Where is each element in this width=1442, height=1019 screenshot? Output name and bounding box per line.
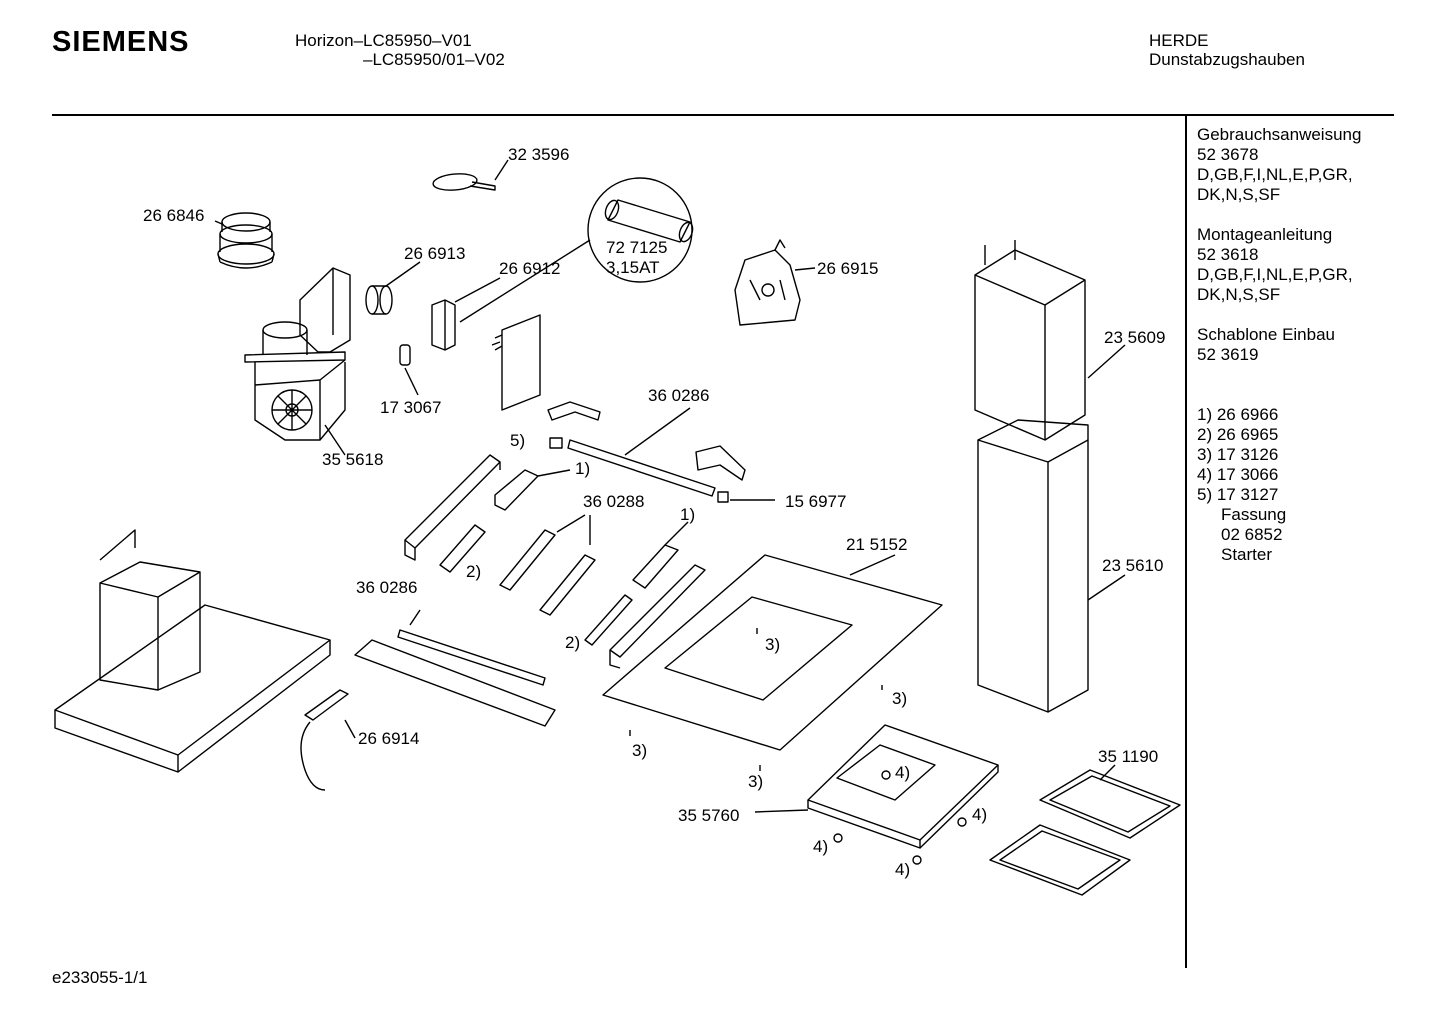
- reflector-rail-part: [584, 521, 706, 669]
- marker-3: 3): [748, 772, 763, 791]
- part-label-266846: 26 6846: [143, 206, 204, 225]
- footnote-detail: Starter: [1221, 545, 1273, 564]
- doc-user-manual: Gebrauchsanweisung 52 3678 D,GB,F,I,NL,E…: [1197, 125, 1361, 205]
- part-label-360286-lower: 36 0286: [356, 578, 417, 597]
- doc-title: Schablone Einbau: [1197, 325, 1336, 344]
- marker-4: 4): [895, 860, 910, 879]
- part-label-360288: 36 0288: [583, 492, 644, 511]
- category-line-2: Dunstabzugshauben: [1149, 50, 1305, 69]
- part-label-173067: 17 3067: [380, 398, 441, 417]
- part-label-235610: 23 5610: [1102, 556, 1163, 575]
- diagram-id: e233055-1/1: [52, 968, 148, 987]
- doc-languages: D,GB,F,I,NL,E,P,GR,: [1197, 265, 1353, 284]
- doc-languages: D,GB,F,I,NL,E,P,GR,: [1197, 165, 1353, 184]
- switch-box-part: [431, 239, 591, 351]
- filter-frame-part: [602, 554, 943, 751]
- doc-number: 52 3618: [1197, 245, 1259, 264]
- part-label-355760: 35 5760: [678, 806, 739, 825]
- control-panel-part: [300, 689, 356, 791]
- marker-1: 1): [575, 459, 590, 478]
- marker-2: 2): [466, 562, 481, 581]
- screw-parts: [629, 628, 967, 865]
- doc-title: Montageanleitung: [1197, 225, 1333, 244]
- part-label-235609: 23 5609: [1104, 328, 1165, 347]
- part-label-266912: 26 6912: [499, 259, 560, 278]
- part-label-156977: 15 6977: [785, 492, 846, 511]
- doc-installation-guide: Montageanleitung 52 3618 D,GB,F,I,NL,E,P…: [1197, 225, 1361, 305]
- fuse-rating-label: 3,15AT: [606, 258, 660, 277]
- lamp-tube-part: [354, 609, 556, 727]
- model-line-2: –LC85950/01–V02: [363, 50, 505, 69]
- lower-chimney-part: [977, 419, 1126, 713]
- model-line-1: Horizon–LC85950–V01: [295, 31, 472, 50]
- compact-lamp-part: [499, 514, 596, 616]
- footnote-item: 3) 17 3126: [1197, 445, 1279, 464]
- doc-languages: DK,N,S,SF: [1197, 285, 1281, 304]
- footnote-item: 2) 26 6965: [1197, 425, 1279, 444]
- upper-chimney-part: [974, 240, 1126, 441]
- marker-3: 3): [892, 689, 907, 708]
- grease-filter-part: [989, 764, 1181, 896]
- marker-1: 1): [680, 505, 695, 524]
- marker-3: 3): [632, 741, 647, 760]
- footnote-item: 5) 17 3127: [1197, 485, 1279, 504]
- part-label-266915: 26 6915: [817, 259, 878, 278]
- marker-4: 4): [972, 805, 987, 824]
- capacitor-part: [365, 261, 421, 315]
- reflector-rail-part: [404, 454, 571, 573]
- category-line-1: HERDE: [1149, 31, 1209, 50]
- parts-bag-part: [734, 239, 816, 326]
- fuse-callout: [587, 177, 694, 283]
- doc-number: 52 3619: [1197, 345, 1259, 364]
- doc-template: Schablone Einbau 52 3619: [1197, 325, 1361, 365]
- marker-5: 5): [510, 431, 525, 450]
- part-label-727125: 72 7125: [606, 238, 667, 257]
- part-label-351190: 35 1190: [1098, 747, 1158, 766]
- siemens-logo: SIEMENS: [52, 26, 190, 58]
- footnote-item: 1) 26 6966: [1197, 405, 1279, 424]
- footnote-item: 4) 17 3066: [1197, 465, 1279, 484]
- marker-4: 4): [813, 837, 828, 856]
- part-label-215152: 21 5152: [846, 535, 907, 554]
- doc-languages: DK,N,S,SF: [1197, 185, 1281, 204]
- doc-number: 52 3678: [1197, 145, 1259, 164]
- marker-4: 4): [895, 763, 910, 782]
- part-label-323596: 32 3596: [508, 145, 569, 164]
- part-label-266914: 26 6914: [358, 729, 419, 748]
- base-plate-part: [754, 724, 999, 849]
- sidebar-divider: [1185, 115, 1187, 968]
- pin-part: [399, 344, 419, 396]
- footnote-detail: Fassung: [1221, 505, 1287, 524]
- marker-3: 3): [765, 635, 780, 654]
- model-title: Horizon–LC85950–V01 –LC85950/01–V02: [295, 31, 505, 69]
- footnote-list: 1) 26 6966 2) 26 6965 3) 17 3126 4) 17 3…: [1197, 405, 1361, 565]
- part-label-355618: 35 5618: [322, 450, 383, 469]
- cable-tie-part: [432, 159, 509, 191]
- lamp-holder-part: [547, 401, 775, 503]
- hood-body-part: [54, 529, 331, 773]
- duct-collar-part: [214, 212, 275, 269]
- part-label-266913: 26 6913: [404, 244, 465, 263]
- document-sidebar: Gebrauchsanweisung 52 3678 D,GB,F,I,NL,E…: [1197, 125, 1361, 565]
- footnote-detail: 02 6852: [1221, 525, 1283, 544]
- marker-2: 2): [565, 633, 580, 652]
- category-title: HERDE Dunstabzugshauben: [1149, 31, 1305, 69]
- motor-housing-part: [244, 267, 351, 456]
- header-divider: [52, 114, 1394, 116]
- part-label-360286-upper: 36 0286: [648, 386, 709, 405]
- mounting-plate-part: [491, 314, 541, 411]
- doc-title: Gebrauchsanweisung: [1197, 125, 1362, 144]
